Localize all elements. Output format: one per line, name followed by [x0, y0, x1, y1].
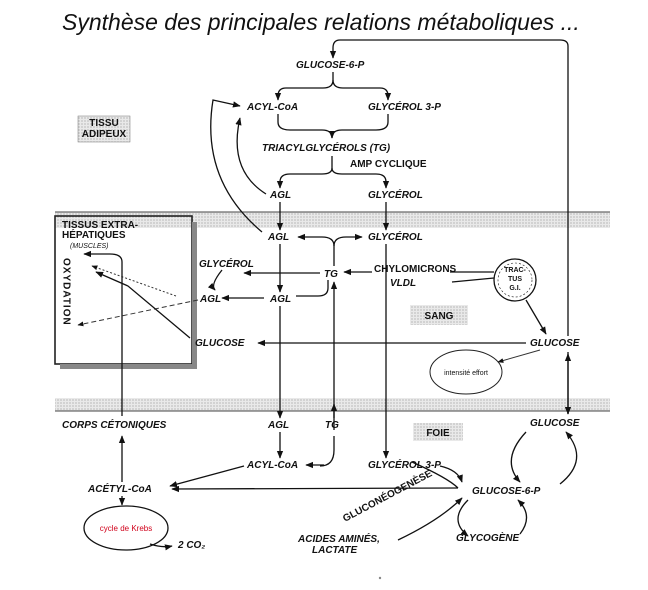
glucose6p-foie: GLUCOSE-6-P	[472, 486, 541, 497]
arrows	[77, 39, 578, 551]
tissu-adipeux-label: TISSU ADIPEUX	[77, 115, 131, 143]
agl-foie: AGL	[267, 420, 289, 431]
tg-foie: TG	[325, 420, 339, 431]
agl-blood2: AGL	[269, 294, 291, 305]
glycerol3p-foie: GLYCÉROL 3-P	[368, 458, 441, 471]
glycerol-adipeux: GLYCÉROL	[368, 188, 423, 201]
tissus-extra-label-2: HÉPATIQUES	[62, 228, 126, 241]
co2: 2 CO₂	[177, 540, 205, 551]
glycerol-blood: GLYCÉROL	[368, 230, 423, 243]
extra-hepatic-box	[54, 215, 197, 369]
svg-text:TRAC-: TRAC-	[504, 267, 526, 274]
agl-muscle: AGL	[199, 294, 221, 305]
svg-text:ADIPEUX: ADIPEUX	[82, 129, 127, 140]
svg-text:cycle de Krebs: cycle de Krebs	[100, 524, 152, 533]
amp-cyclique: AMP CYCLIQUE	[350, 159, 427, 170]
glycogene: GLYCOGÈNE	[456, 531, 519, 544]
tractus-gi: TRAC- TUS G.I.	[493, 258, 537, 302]
acetylcoa: ACÉTYL-CoA	[87, 482, 152, 495]
tg-blood: TG	[324, 269, 338, 280]
neoglucogenese: GLUCONÉOGENÈSE	[340, 466, 434, 524]
glucose-muscle: GLUCOSE	[195, 338, 245, 349]
sang-label: SANG	[410, 305, 468, 325]
lactate: LACTATE	[312, 545, 358, 556]
muscles-label: (MUSCLES)	[70, 243, 109, 250]
foie-label: FOIE	[413, 423, 463, 441]
svg-text:TUS: TUS	[508, 276, 522, 283]
glycerol3p-top: GLYCÉROL 3-P	[368, 100, 441, 113]
acides-amines: ACIDES AMINÉS,	[297, 532, 380, 545]
triacylglycerols: TRIACYLGLYCÉROLS (TG)	[262, 141, 391, 154]
acylcoa-foie: ACYL-CoA	[246, 460, 298, 471]
svg-text:SANG: SANG	[425, 311, 454, 322]
krebs-cycle: cycle de Krebs	[83, 505, 169, 551]
diagram-title: Synthèse des principales relations métab…	[62, 9, 580, 35]
glucose-blood: GLUCOSE	[530, 338, 580, 349]
oxydation-label: OXYDATION	[61, 258, 72, 326]
agl-adipeux: AGL	[269, 190, 291, 201]
page-mark	[378, 576, 382, 580]
glucose-foie: GLUCOSE	[530, 418, 580, 429]
acylcoa-top: ACYL-CoA	[246, 102, 298, 113]
glucose6p-top: GLUCOSE-6-P	[296, 60, 365, 71]
agl-blood: AGL	[267, 232, 289, 243]
tissus-extra-label-1: TISSUS EXTRA-	[62, 220, 138, 231]
vldl: VLDL	[390, 278, 416, 289]
intensite-effort: intensité effort	[429, 349, 503, 395]
corps-cetoniques: CORPS CÉTONIQUES	[62, 418, 167, 431]
svg-text:FOIE: FOIE	[426, 428, 450, 439]
glycerol-muscle: GLYCÉROL	[199, 257, 254, 270]
svg-text:G.I.: G.I.	[509, 285, 520, 292]
svg-text:TISSU: TISSU	[89, 118, 118, 129]
chylomicrons: CHYLOMICRONS	[374, 264, 457, 275]
svg-text:intensité effort: intensité effort	[444, 370, 488, 377]
